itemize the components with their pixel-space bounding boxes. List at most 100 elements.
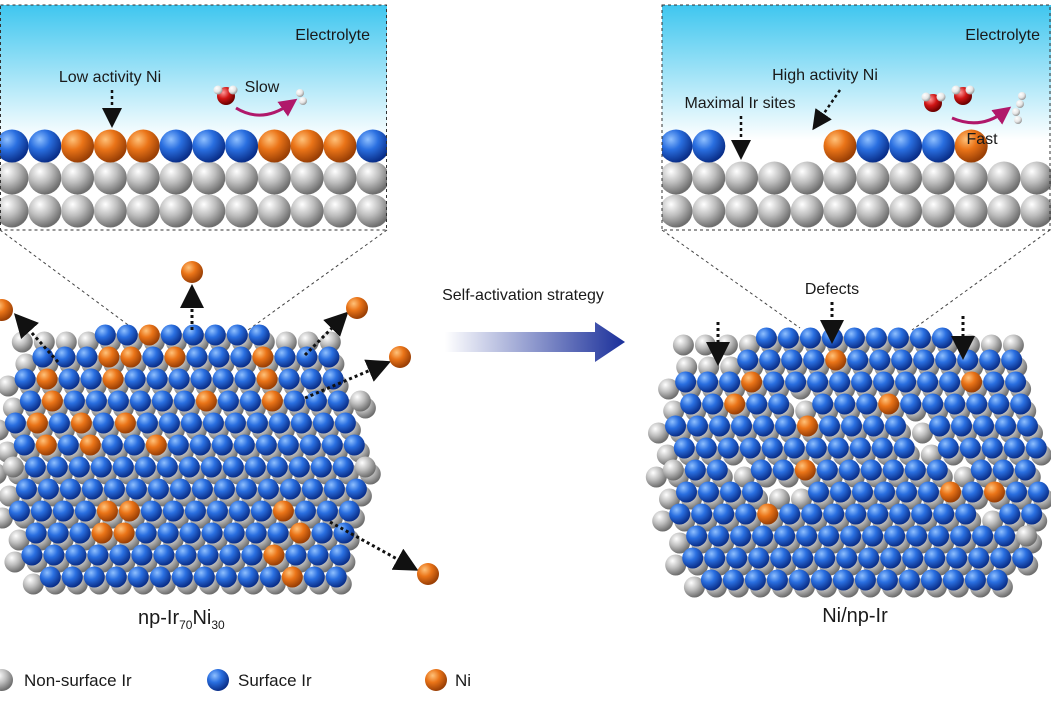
non-surface-ir-atom xyxy=(676,356,698,378)
surface-ir-atom xyxy=(43,544,65,566)
left-electrolyte-region xyxy=(0,5,387,140)
non-surface-ir-atom xyxy=(15,353,37,375)
non-surface-ir-atom xyxy=(1020,161,1051,195)
surface-ir-atom xyxy=(301,478,323,500)
ni-atom xyxy=(114,412,136,434)
non-surface-ir-atom xyxy=(672,334,694,356)
surface-ir-atom xyxy=(840,525,862,547)
surface-ir-atom xyxy=(219,544,241,566)
surface-ir-atom xyxy=(739,437,761,459)
surface-ir-atom xyxy=(356,129,387,163)
surface-ir-atom xyxy=(684,459,706,481)
surface-ir-atom xyxy=(900,393,922,415)
surface-ir-atom xyxy=(288,456,310,478)
non-surface-ir-atom xyxy=(648,422,669,444)
surface-ir-atom xyxy=(717,437,739,459)
surface-ir-atom xyxy=(68,456,90,478)
ni-atom xyxy=(36,368,58,390)
surface-ir-atom xyxy=(803,349,825,371)
non-surface-ir-atom xyxy=(725,194,759,228)
legend-non-surface-ir-swatch xyxy=(0,669,13,691)
high-activity-ni-label: High activity Ni xyxy=(772,67,878,84)
surface-ir-atom xyxy=(184,500,206,522)
surface-ir-atom xyxy=(781,349,803,371)
surface-ir-atom xyxy=(14,368,36,390)
surface-ir-atom xyxy=(58,368,80,390)
right-electrolyte-label: Electrolyte xyxy=(965,27,1040,44)
surface-ir-atom xyxy=(112,456,134,478)
ni-atom xyxy=(984,481,1005,503)
leach-arrow xyxy=(13,313,60,364)
surface-ir-atom xyxy=(186,346,208,368)
surface-ir-atom xyxy=(125,478,147,500)
defects-label: Defects xyxy=(805,281,859,298)
non-surface-ir-atom xyxy=(658,378,680,400)
surface-ir-atom xyxy=(124,368,146,390)
surface-ir-atom xyxy=(180,412,202,434)
surface-ir-atom xyxy=(832,569,854,591)
surface-ir-atom xyxy=(1003,437,1025,459)
surface-ir-atom xyxy=(76,346,98,368)
surface-ir-atom xyxy=(946,547,968,569)
surface-ir-atom xyxy=(964,569,986,591)
left-zoom-line xyxy=(0,229,136,331)
surface-ir-atom xyxy=(245,522,267,544)
surface-ir-atom xyxy=(156,456,178,478)
ni-atom xyxy=(878,393,900,415)
surface-ir-atom xyxy=(744,569,766,591)
surface-ir-atom xyxy=(290,412,312,434)
surface-ir-atom xyxy=(200,456,222,478)
surface-ir-atom xyxy=(867,503,889,525)
water-molecule xyxy=(213,85,238,105)
surface-ir-atom xyxy=(748,547,770,569)
legend-non-surface-ir-label: Non-surface Ir xyxy=(24,671,132,690)
legend-ni-label: Ni xyxy=(455,671,471,690)
surface-ir-atom xyxy=(863,415,884,437)
left-electrolyte-label: Electrolyte xyxy=(295,27,370,44)
surface-ir-atom xyxy=(920,569,942,591)
ni-atom xyxy=(145,434,167,456)
surface-ir-atom xyxy=(175,544,197,566)
surface-ir-atom xyxy=(332,456,354,478)
surface-ir-atom xyxy=(193,566,215,588)
surface-ir-atom xyxy=(329,544,351,566)
non-surface-ir-atom xyxy=(889,194,923,228)
surface-ir-atom xyxy=(812,393,834,415)
water-molecule xyxy=(951,85,975,105)
surface-ir-atom xyxy=(779,503,801,525)
surface-ir-atom xyxy=(876,569,898,591)
surface-ir-atom xyxy=(735,503,757,525)
ni-atom xyxy=(96,500,118,522)
surface-ir-atom xyxy=(865,327,887,349)
leached-ni-atoms xyxy=(0,261,439,585)
surface-ir-atom xyxy=(682,547,704,569)
surface-ir-atom xyxy=(129,390,151,412)
surface-ir-atom xyxy=(208,346,230,368)
non-surface-ir-atom xyxy=(126,194,160,228)
surface-ir-atom xyxy=(959,437,981,459)
ni-atom xyxy=(724,393,746,415)
leached-ni-atom xyxy=(0,299,13,321)
surface-ir-atom xyxy=(921,129,955,163)
surface-ir-atom xyxy=(814,547,836,569)
surface-ir-atom xyxy=(61,566,83,588)
non-surface-ir-atom xyxy=(921,194,955,228)
non-surface-ir-atom xyxy=(725,161,759,195)
right-inset-atoms xyxy=(662,129,1051,228)
surface-ir-atom xyxy=(957,349,979,371)
surface-ir-atom xyxy=(235,478,257,500)
surface-ir-atom xyxy=(849,437,871,459)
surface-ir-atom xyxy=(746,393,768,415)
left-inset-atoms xyxy=(0,129,387,228)
non-surface-ir-atom xyxy=(2,456,24,478)
surface-ir-atom xyxy=(226,324,248,346)
surface-ir-atom xyxy=(1010,393,1032,415)
ni-atom xyxy=(79,434,101,456)
surface-ir-atom xyxy=(162,500,184,522)
caption-ni-subscript: 30 xyxy=(211,618,225,632)
surface-ir-atom xyxy=(988,393,1010,415)
surface-ir-atom xyxy=(889,503,911,525)
surface-ir-atom xyxy=(816,459,838,481)
surface-ir-atom xyxy=(191,478,213,500)
ni-atom xyxy=(281,566,303,588)
